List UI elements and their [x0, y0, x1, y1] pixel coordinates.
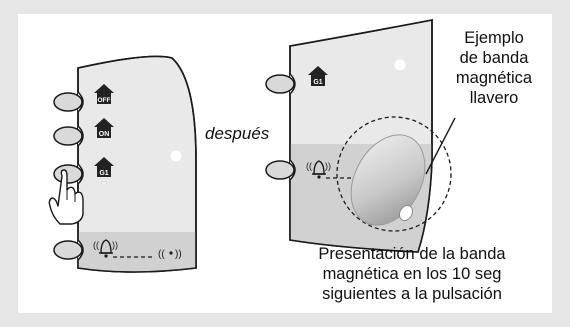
bell-icon: (( )) [306, 160, 331, 179]
wireless-signal-icon: (( )) [158, 249, 182, 260]
pressing-finger-icon [48, 169, 84, 225]
right-house-g1-label: G1 [313, 79, 322, 86]
house-on-icon: ON [94, 118, 114, 138]
fob-example-line: llavero [469, 89, 519, 107]
left-remote-button-bell[interactable] [53, 240, 83, 260]
right-remote-button-g1[interactable] [265, 74, 295, 94]
right-remote: G1 (( )) [265, 19, 433, 253]
svg-text:((: (( [158, 249, 165, 260]
left-remote-button-on[interactable] [53, 126, 83, 146]
fob-example-line: Ejemplo [464, 29, 524, 47]
fob-example-line: de banda [459, 49, 529, 67]
left-remote-button-off[interactable] [53, 92, 83, 112]
key-fob-icon [350, 134, 426, 226]
house-off-label: OFF [98, 97, 111, 104]
caption-line: magnética en los 10 seg [322, 265, 502, 283]
left-remote-button-g1[interactable] [53, 164, 83, 184]
left-remote: OFF ON G1 (( )) [48, 55, 197, 273]
house-off-icon: OFF [94, 84, 114, 104]
house-g1-icon: G1 [94, 157, 114, 177]
svg-text:)): )) [325, 161, 331, 171]
house-g1-icon: G1 [308, 66, 328, 86]
left-remote-led [170, 150, 182, 162]
left-remote-bottom-band [78, 232, 196, 273]
svg-text:((: (( [306, 161, 312, 171]
caption-line: Presentación de la banda [318, 245, 506, 263]
svg-text:((: (( [93, 240, 99, 250]
example-pointer-line [425, 117, 456, 175]
house-g1-label: G1 [99, 170, 108, 177]
house-on-label: ON [99, 131, 110, 138]
caption-line: siguientes a la pulsación [322, 285, 502, 303]
right-remote-led [394, 59, 406, 71]
after-label: después [205, 124, 270, 143]
fob-example-label: Ejemplo de banda magnética llavero [424, 28, 564, 108]
svg-text:)): )) [112, 240, 118, 250]
detection-zone-circle [336, 116, 452, 232]
fob-example-line: magnética [455, 69, 533, 87]
svg-text:)): )) [175, 249, 182, 260]
right-remote-button-bell[interactable] [265, 160, 295, 180]
caption: Presentación de la banda magnética en lo… [262, 244, 562, 304]
bell-icon: (( )) [93, 239, 118, 258]
